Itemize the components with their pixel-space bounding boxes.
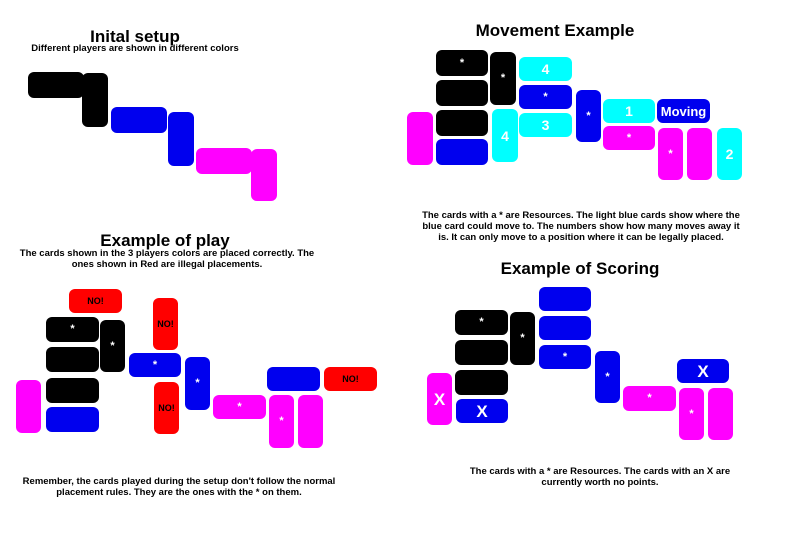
score-card-magenta-vertical-resource: *: [679, 388, 704, 440]
play-illegal-top: NO!: [69, 289, 122, 313]
move-target-4-top: 4: [519, 57, 572, 81]
move-card-black-vertical: *: [490, 52, 516, 105]
move-target-3: 3: [519, 113, 572, 137]
example-of-play-subtitle: The cards shown in the 3 players colors …: [19, 248, 315, 270]
example-of-scoring-title: Example of Scoring: [500, 259, 660, 278]
play-card-black-2: [46, 347, 99, 372]
move-card-blue-vertical: *: [576, 90, 601, 142]
play-illegal-vertical-top: NO!: [153, 298, 178, 350]
play-card-magenta-resource: *: [213, 395, 266, 419]
score-card-black-2: [455, 340, 508, 365]
play-illegal-right: NO!: [324, 367, 377, 391]
movement-example-title: Movement Example: [475, 21, 635, 40]
play-card-black-vertical: *: [100, 320, 125, 372]
score-card-blue-top-1: [539, 287, 591, 311]
move-target-4-side: 4: [492, 109, 518, 162]
setup-card-magenta-vertical: [251, 149, 277, 201]
move-card-magenta-resource: *: [603, 126, 655, 150]
score-card-blue-resource: *: [539, 345, 591, 369]
play-illegal-vertical-bottom: NO!: [154, 382, 179, 434]
score-card-blue-x-left: X: [456, 399, 508, 423]
play-card-magenta-vertical-resource: *: [269, 395, 294, 448]
move-target-2: 2: [717, 128, 742, 180]
setup-card-black-horizontal: [28, 72, 84, 98]
play-card-blue-right: [267, 367, 320, 391]
score-card-blue-top-2: [539, 316, 591, 340]
score-card-magenta-vertical: [708, 388, 733, 440]
move-card-moving: Moving: [657, 99, 710, 123]
example-of-play-caption: Remember, the cards played during the se…: [22, 476, 336, 498]
move-card-black-1: *: [436, 50, 488, 76]
setup-card-magenta-horizontal: [196, 148, 252, 174]
move-card-magenta-left: [407, 112, 433, 165]
setup-card-blue-vertical: [168, 112, 194, 166]
play-card-magenta-left: [16, 380, 41, 433]
move-card-blue-bottom: [436, 139, 488, 165]
score-card-magenta-resource: *: [623, 386, 676, 411]
play-card-blue-vertical: *: [185, 357, 210, 410]
play-card-black-3: [46, 378, 99, 403]
score-card-black-1: *: [455, 310, 508, 335]
score-card-magenta-x: X: [427, 373, 452, 425]
move-card-magenta-vertical-resource: *: [658, 128, 683, 180]
move-card-black-3: [436, 110, 488, 136]
setup-card-blue-horizontal: [111, 107, 167, 133]
move-card-magenta-vertical: [687, 128, 712, 180]
initial-setup-title: Inital setup: [90, 27, 180, 46]
move-card-blue-resource: *: [519, 85, 572, 109]
example-of-play-title: Example of play: [100, 231, 230, 250]
example-of-scoring-caption: The cards with a * are Resources. The ca…: [469, 466, 731, 488]
play-card-blue-bottom-left: [46, 407, 99, 432]
setup-card-black-vertical: [82, 73, 108, 127]
score-card-blue-vertical: *: [595, 351, 620, 403]
move-card-black-2: [436, 80, 488, 106]
play-card-black-1: *: [46, 317, 99, 342]
initial-setup-subtitle: Different players are shown in different…: [31, 43, 239, 54]
move-target-1: 1: [603, 99, 655, 123]
score-card-black-3: [455, 370, 508, 395]
movement-example-caption: The cards with a * are Resources. The li…: [422, 210, 740, 243]
play-card-blue-resource: *: [129, 353, 181, 377]
play-card-magenta-vertical: [298, 395, 323, 448]
score-card-blue-x-right: X: [677, 359, 729, 383]
score-card-black-vertical: *: [510, 312, 535, 365]
